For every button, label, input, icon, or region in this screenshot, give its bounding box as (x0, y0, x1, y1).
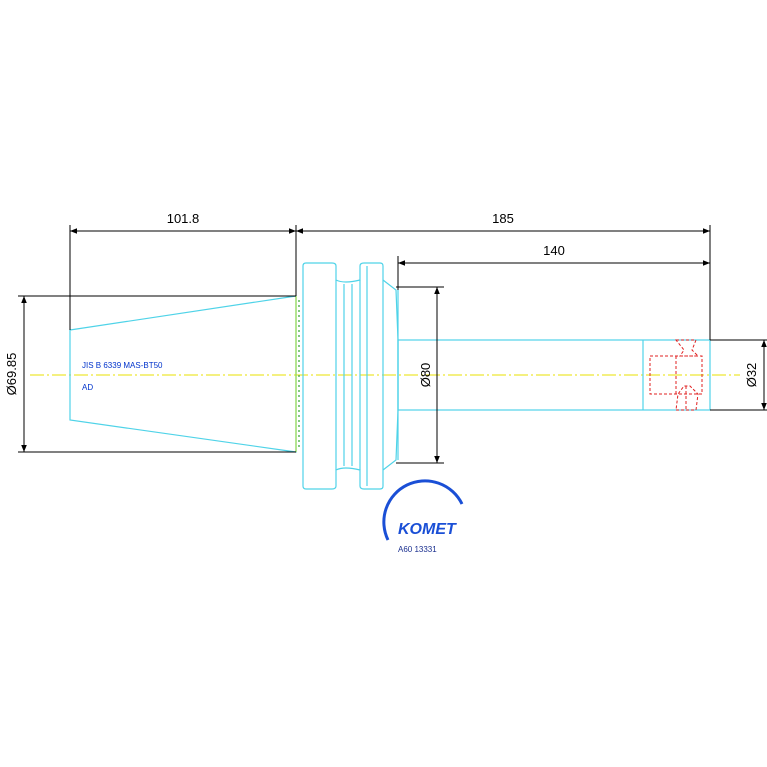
tool-outline (69, 262, 711, 490)
flange (302, 262, 384, 490)
dim-taper-length: 101.8 (167, 211, 200, 226)
komet-logo: KOMET A60 13331 (382, 479, 464, 554)
spec-variant: AD (82, 383, 93, 392)
dim-shank-diameter: Ø32 (744, 363, 759, 388)
hidden-details (649, 339, 703, 411)
logo-part-number: A60 13331 (398, 545, 437, 554)
dim-taper-diameter: Ø69.85 (4, 353, 19, 396)
logo-brand: KOMET (398, 521, 457, 538)
spec-standard: JIS B 6339 MAS-BT50 (82, 361, 163, 370)
logo-arc (382, 479, 464, 541)
dim-shank-length: 140 (543, 243, 565, 258)
dim-overall-length: 185 (492, 211, 514, 226)
dim-flange-diameter: Ø80 (418, 363, 433, 388)
taper-body (69, 295, 297, 453)
shank (397, 339, 711, 411)
dimensions (18, 225, 767, 464)
